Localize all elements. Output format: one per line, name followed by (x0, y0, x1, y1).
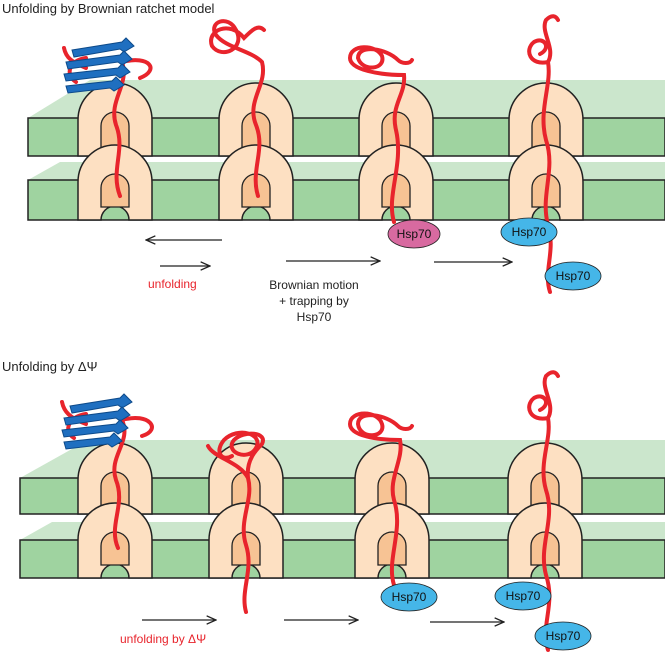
unfolding-by-potential-label: unfolding by ΔΨ (120, 632, 206, 646)
panel-title: Unfolding by Brownian ratchet model (2, 1, 215, 16)
hsp70-label: Hsp70 (512, 225, 547, 239)
beta-sheet-icon (63, 37, 135, 94)
hsp70-label: Hsp70 (397, 227, 432, 241)
brownian-label-line1: Brownian motion (269, 278, 358, 292)
hsp70-label: Hsp70 (392, 590, 427, 604)
hsp70-bound: Hsp70 Hsp70 Hsp70 (380, 581, 592, 651)
panel-title: Unfolding by ΔΨ (2, 359, 97, 374)
tom-pores (77, 82, 584, 157)
panel-brownian-ratchet: Unfolding by Brownian ratchet model (2, 1, 665, 324)
process-arrows (146, 240, 512, 266)
hsp70-label: Hsp70 (556, 269, 591, 283)
process-arrows (142, 620, 504, 622)
hsp70-bound: Hsp70 Hsp70 Hsp70 (387, 217, 602, 291)
unfolding-label: unfolding (148, 277, 197, 291)
brownian-label-line3: Hsp70 (297, 310, 332, 324)
hsp70-label: Hsp70 (546, 629, 581, 643)
hsp70-label: Hsp70 (506, 589, 541, 603)
panel-membrane-potential: Unfolding by ΔΨ (2, 359, 665, 652)
brownian-label-line2: + trapping by (279, 294, 349, 308)
beta-sheet-icon (61, 393, 133, 450)
